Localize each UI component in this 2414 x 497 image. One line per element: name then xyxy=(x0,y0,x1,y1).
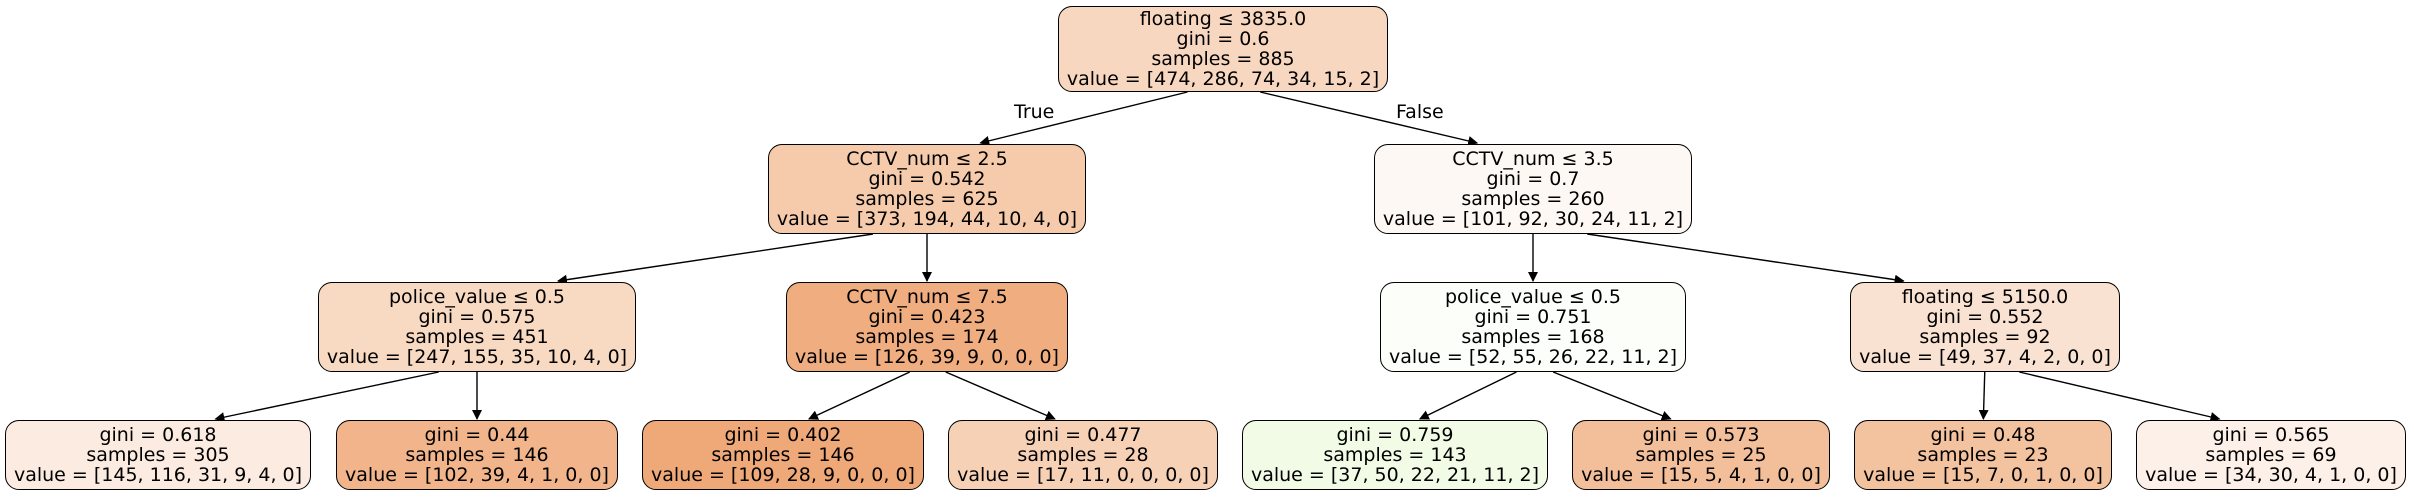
node-line: value = [474, 286, 74, 34, 15, 2] xyxy=(1066,68,1380,90)
edge-n8-n12 xyxy=(1587,233,1905,285)
edge-n9-n11 xyxy=(1552,371,1672,421)
node-line: gini = 0.423 xyxy=(868,306,986,328)
node-line: gini = 0.618 xyxy=(99,424,217,446)
node-line: value = [373, 194, 44, 10, 4, 0] xyxy=(776,208,1078,230)
node-line: samples = 174 xyxy=(855,326,999,348)
node-line: value = [37, 50, 22, 21, 11, 2] xyxy=(1250,464,1540,486)
node-line: value = [49, 37, 4, 2, 0, 0] xyxy=(1859,346,2111,368)
node-line: samples = 260 xyxy=(1461,188,1605,210)
node-line: floating ≤ 3835.0 xyxy=(1139,8,1307,30)
node-line: gini = 0.542 xyxy=(868,168,986,190)
node-line: gini = 0.6 xyxy=(1176,28,1270,50)
node-line: gini = 0.402 xyxy=(724,424,842,446)
node-line: value = [145, 116, 31, 9, 4, 0] xyxy=(13,464,303,486)
node-line: police_value ≤ 0.5 xyxy=(389,286,565,308)
node-line: samples = 305 xyxy=(86,444,230,466)
edge-n12-n13 xyxy=(1978,371,1989,420)
edge-n9-n10 xyxy=(1418,371,1517,420)
node-line: value = [15, 7, 0, 1, 0, 0] xyxy=(1863,464,2103,486)
edge-n0-n8 xyxy=(1260,91,1479,146)
node-line: value = [15, 5, 4, 1, 0, 0] xyxy=(1581,464,1821,486)
edge-n5-n7 xyxy=(945,371,1056,421)
node-line: gini = 0.759 xyxy=(1336,424,1454,446)
node-line: value = [102, 39, 4, 1, 0, 0] xyxy=(345,464,609,486)
edge-n1-n2 xyxy=(557,233,874,285)
node-line: samples = 25 xyxy=(1635,444,1767,466)
node-line: value = [17, 11, 0, 0, 0, 0] xyxy=(957,464,1209,486)
node-line: gini = 0.48 xyxy=(1930,424,2036,446)
node-line: samples = 168 xyxy=(1461,326,1605,348)
node-line: gini = 0.751 xyxy=(1474,306,1592,328)
node-line: value = [34, 30, 4, 1, 0, 0] xyxy=(2145,464,2397,486)
node-line: samples = 146 xyxy=(711,444,855,466)
node-line: samples = 146 xyxy=(405,444,549,466)
node-line: value = [52, 55, 26, 22, 11, 2] xyxy=(1388,346,1678,368)
node-line: police_value ≤ 0.5 xyxy=(1445,286,1621,308)
node-line: samples = 23 xyxy=(1917,444,2049,466)
edge-n5-n6 xyxy=(808,371,911,420)
node-line: CCTV_num ≤ 2.5 xyxy=(846,148,1008,170)
edge-label-false: False xyxy=(1396,101,1444,123)
node-line: samples = 28 xyxy=(1017,444,1149,466)
edge-n0-n1 xyxy=(979,91,1188,146)
node-line: gini = 0.7 xyxy=(1486,168,1580,190)
node-line: value = [126, 39, 9, 0, 0, 0] xyxy=(795,346,1059,368)
edge-label-true: True xyxy=(1014,101,1055,123)
edge-n2-n3 xyxy=(214,371,439,423)
node-line: gini = 0.552 xyxy=(1926,306,2044,328)
node-line: value = [109, 28, 9, 0, 0, 0] xyxy=(651,464,915,486)
node-line: gini = 0.573 xyxy=(1642,424,1760,446)
edge-n12-n14 xyxy=(2019,371,2221,422)
node-line: samples = 625 xyxy=(855,188,999,210)
node-line: samples = 143 xyxy=(1323,444,1467,466)
node-line: value = [101, 92, 30, 24, 11, 2] xyxy=(1382,208,1684,230)
node-line: floating ≤ 5150.0 xyxy=(1901,286,2069,308)
node-line: gini = 0.44 xyxy=(424,424,530,446)
node-line: gini = 0.575 xyxy=(418,306,536,328)
node-line: value = [247, 155, 35, 10, 4, 0] xyxy=(326,346,628,368)
node-line: samples = 92 xyxy=(1919,326,2051,348)
node-line: CCTV_num ≤ 3.5 xyxy=(1452,148,1614,170)
node-line: samples = 69 xyxy=(2205,444,2337,466)
node-line: CCTV_num ≤ 7.5 xyxy=(846,286,1008,308)
node-line: gini = 0.477 xyxy=(1024,424,1142,446)
node-line: samples = 451 xyxy=(405,326,549,348)
node-line: samples = 885 xyxy=(1151,48,1295,70)
node-line: gini = 0.565 xyxy=(2212,424,2330,446)
